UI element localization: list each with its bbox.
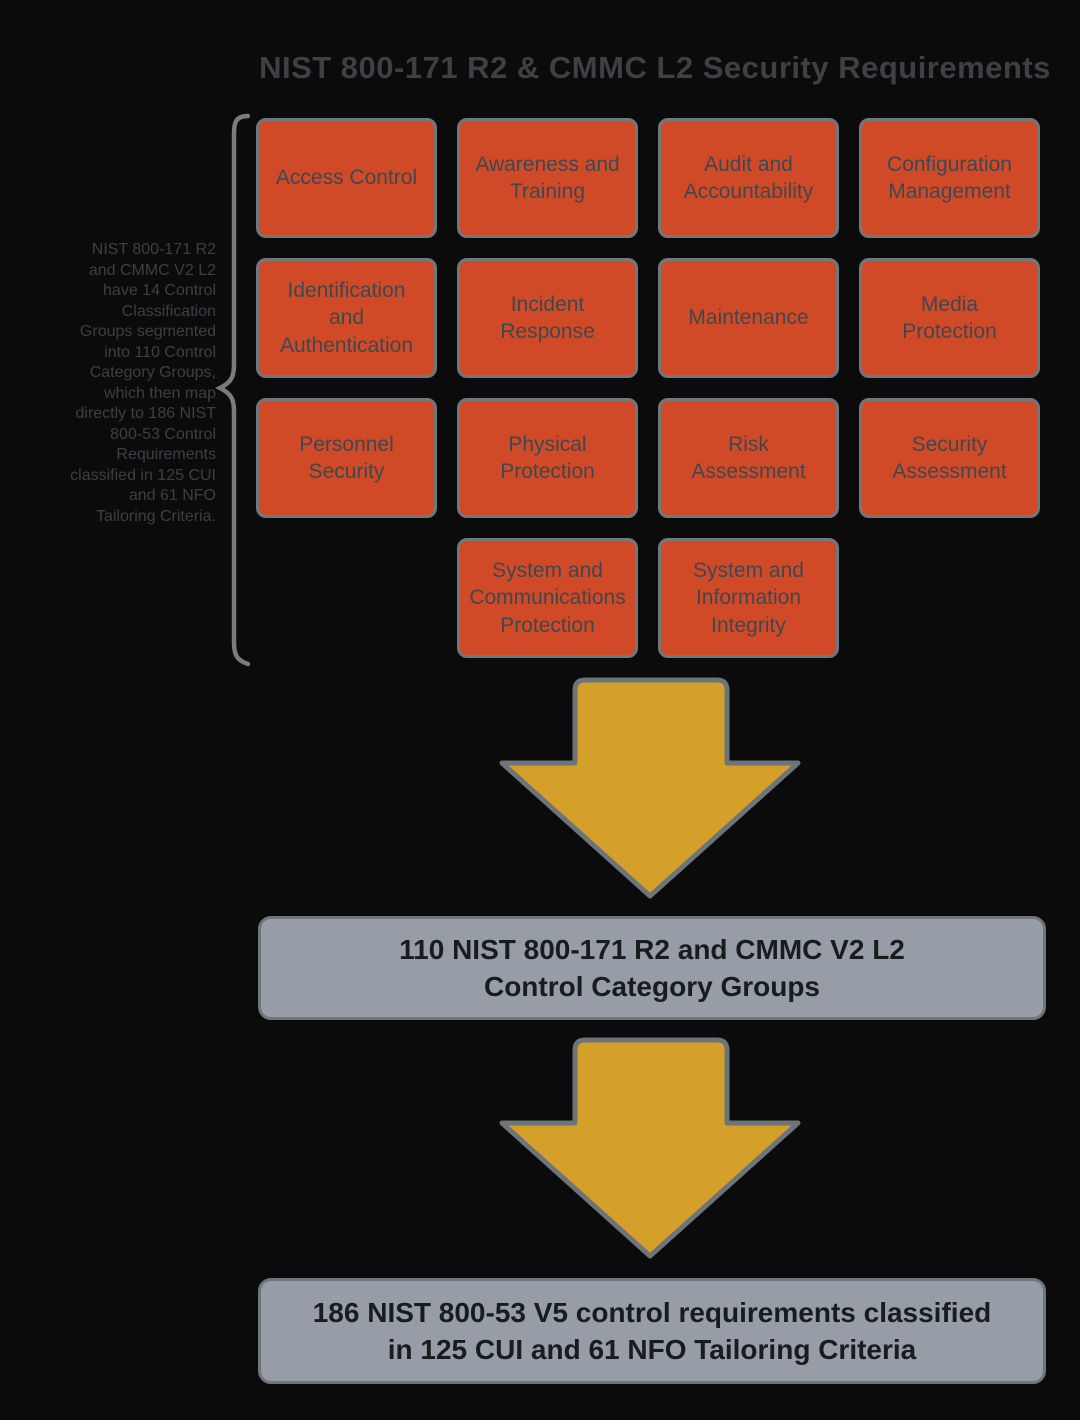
category-box-system-communications-protection: System and Communications Protection (457, 538, 638, 658)
category-label: Awareness and Training (475, 152, 620, 203)
category-box-identification-authentication: Identification and Authentication (256, 258, 437, 378)
flow-box-line: in 125 CUI and 61 NFO Tailoring Criteria (387, 1334, 917, 1365)
category-label: Identification and Authentication (279, 279, 414, 357)
category-box-configuration-management: Configuration Management (859, 118, 1040, 238)
category-label: Incident Response (500, 292, 595, 343)
category-label: Maintenance (688, 306, 809, 330)
category-label: Access Control (275, 166, 418, 190)
page-title: NIST 800-171 R2 & CMMC L2 Security Requi… (259, 50, 1051, 85)
category-label: Configuration Management (887, 152, 1012, 203)
category-box-access-control: Access Control (256, 118, 437, 238)
category-label: Media Protection (902, 292, 997, 343)
sidebar-note: NIST 800-171 R2 and CMMC V2 L2 have 14 C… (70, 241, 216, 525)
flow-box-line: 110 NIST 800-171 R2 and CMMC V2 L2 (399, 934, 905, 965)
category-box-system-information-integrity: System and Information Integrity (658, 538, 839, 658)
category-label: Physical Protection (500, 432, 595, 483)
down-arrow-icon (499, 1037, 801, 1259)
flow-box-tailoring-criteria: 186 NIST 800-53 V5 control requirements … (258, 1278, 1046, 1384)
category-box-security-assessment: Security Assessment (859, 398, 1040, 518)
flow-box-control-category-groups: 110 NIST 800-171 R2 and CMMC V2 L2 Contr… (258, 916, 1046, 1020)
category-label: System and Information Integrity (693, 559, 804, 637)
category-box-incident-response: Incident Response (457, 258, 638, 378)
curly-brace (214, 113, 250, 667)
category-grid: Access Control Awareness and Training Au… (256, 118, 1040, 658)
category-box-awareness-training: Awareness and Training (457, 118, 638, 238)
category-box-maintenance: Maintenance (658, 258, 839, 378)
category-label: Security Assessment (892, 432, 1007, 483)
category-box-physical-protection: Physical Protection (457, 398, 638, 518)
category-label: Personnel Security (299, 432, 394, 483)
category-box-personnel-security: Personnel Security (256, 398, 437, 518)
category-label: Audit and Accountability (683, 152, 814, 203)
down-arrow-icon (499, 677, 801, 899)
flow-box-line: Control Category Groups (483, 971, 820, 1002)
category-box-audit-accountability: Audit and Accountability (658, 118, 839, 238)
category-box-risk-assessment: Risk Assessment (658, 398, 839, 518)
category-label: Risk Assessment (691, 432, 806, 483)
category-box-media-protection: Media Protection (859, 258, 1040, 378)
category-label: System and Communications Protection (469, 559, 626, 637)
flow-box-line: 186 NIST 800-53 V5 control requirements … (312, 1297, 992, 1328)
